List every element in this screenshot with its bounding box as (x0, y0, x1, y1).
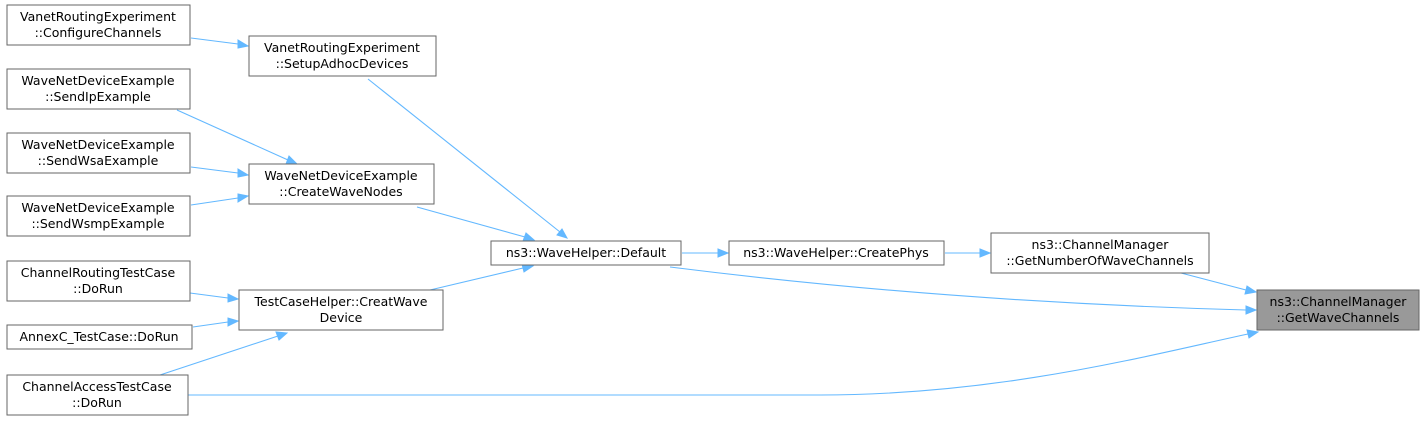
node-creat-wave-device[interactable]: TestCaseHelper::CreatWave Device (238, 289, 444, 331)
node-label-line: WaveNetDeviceExample (21, 137, 175, 152)
node-label-line: ns3::WaveHelper::CreatePhys (743, 245, 929, 260)
edge-tch-to-def (429, 263, 535, 291)
node-get-number-of-wave-channels[interactable]: ns3::ChannelManager ::GetNumberOfWaveCha… (990, 232, 1210, 274)
node-send-ip-example[interactable]: WaveNetDeviceExample ::SendIpExample (6, 68, 191, 110)
edge-swsa-to-cwn (190, 166, 250, 178)
edge-def-to-cphys (682, 248, 730, 258)
node-label-line: TestCaseHelper::CreatWave (254, 294, 428, 309)
edge-gnwc-to-root (1180, 272, 1258, 295)
node-label-line: ::ConfigureChannels (35, 25, 162, 40)
node-label-line: ::CreateWaveNodes (279, 184, 402, 199)
node-channel-routing-test-case[interactable]: ChannelRoutingTestCase ::DoRun (6, 260, 191, 302)
edge-cat-to-root (188, 329, 1260, 396)
node-channel-access-test-case[interactable]: ChannelAccessTestCase ::DoRun (6, 374, 189, 416)
node-label-line: VanetRoutingExperiment (264, 40, 420, 55)
edge-cwn-to-def (416, 206, 536, 242)
node-label-line: Device (320, 310, 363, 325)
node-label-line: ChannelAccessTestCase (22, 379, 172, 394)
node-label-line: ::SendIpExample (45, 89, 151, 104)
node-label-line: ::DoRun (73, 281, 123, 296)
node-label-line: VanetRoutingExperiment (20, 9, 176, 24)
node-get-wave-channels[interactable]: ns3::ChannelManager ::GetWaveChannels (1256, 289, 1420, 331)
node-setup-adhoc-devices[interactable]: VanetRoutingExperiment ::SetupAdhocDevic… (248, 35, 437, 77)
node-label-line: ns3::ChannelManager (1032, 237, 1170, 252)
edge-crt-to-tch (189, 292, 240, 303)
node-label-line: WaveNetDeviceExample (264, 168, 418, 183)
node-create-wave-nodes[interactable]: WaveNetDeviceExample ::CreateWaveNodes (248, 163, 435, 205)
edge-cch-to-sad (190, 37, 250, 49)
node-label-line: AnnexC_TestCase::DoRun (19, 329, 178, 344)
node-wave-helper-default[interactable]: ns3::WaveHelper::Default (490, 240, 682, 266)
node-label-line: ::SendWsmpExample (31, 216, 164, 231)
edge-cphys-to-gnwc (945, 248, 992, 258)
node-configure-channels[interactable]: VanetRoutingExperiment ::ConfigureChanne… (6, 4, 191, 46)
edge-cat-to-tch (159, 331, 289, 376)
node-label-line: ::SetupAdhocDevices (276, 56, 409, 71)
node-label-line: WaveNetDeviceExample (21, 200, 175, 215)
edge-sip-to-cwn (176, 109, 299, 165)
node-create-phys[interactable]: ns3::WaveHelper::CreatePhys (728, 240, 945, 266)
node-label-line: ::DoRun (72, 395, 122, 410)
node-send-wsa-example[interactable]: WaveNetDeviceExample ::SendWsaExample (6, 132, 191, 174)
node-label-line: ns3::ChannelManager (1270, 294, 1408, 309)
edge-annex-to-tch (192, 317, 240, 328)
edge-def-to-root (669, 266, 1258, 315)
node-label-line: ::SendWsaExample (38, 153, 159, 168)
node-label-line: ns3::WaveHelper::Default (506, 245, 666, 260)
edge-swsmp-to-cwn (190, 193, 250, 206)
node-label-line: WaveNetDeviceExample (21, 73, 175, 88)
node-send-wsmp-example[interactable]: WaveNetDeviceExample ::SendWsmpExample (6, 195, 191, 237)
edge-sad-to-def (367, 78, 569, 239)
node-label-line: ChannelRoutingTestCase (21, 265, 176, 280)
node-label-line: ::GetNumberOfWaveChannels (1006, 253, 1193, 268)
node-annexc-test-case[interactable]: AnnexC_TestCase::DoRun (6, 324, 193, 350)
node-label-line: ::GetWaveChannels (1277, 310, 1400, 325)
